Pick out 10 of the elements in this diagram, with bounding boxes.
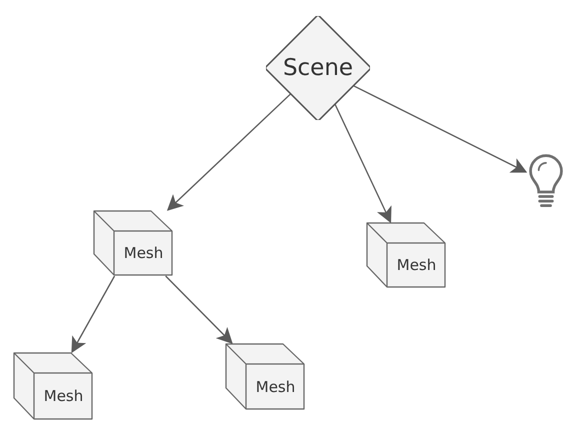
node-label: Mesh bbox=[396, 255, 436, 276]
node-label: Mesh bbox=[256, 376, 296, 398]
node-label: Mesh bbox=[44, 386, 84, 408]
arrow bbox=[166, 92, 293, 211]
arrow bbox=[71, 276, 116, 354]
node-label: Scene bbox=[282, 54, 354, 83]
arrow bbox=[351, 84, 528, 173]
arrow bbox=[333, 102, 392, 224]
arrow bbox=[165, 276, 233, 344]
node-label: Mesh bbox=[124, 243, 164, 264]
